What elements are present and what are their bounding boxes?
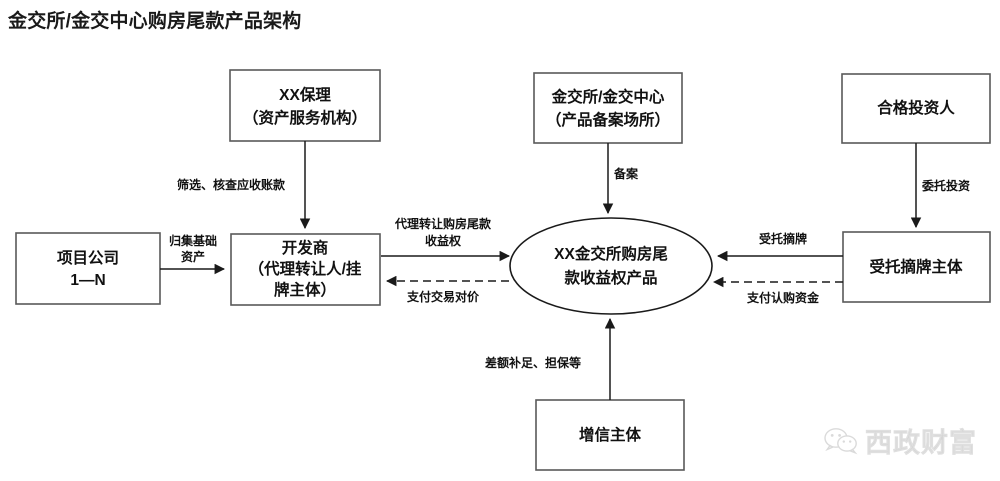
node-project-company[interactable]: 项目公司 1—N <box>15 232 161 305</box>
node-product-ellipse <box>509 217 713 315</box>
node-entrusted-bidder-label: 受托摘牌主体 <box>869 257 963 276</box>
node-project-company-box <box>15 232 161 305</box>
edge-pay-subscription: 支付认购资金 <box>712 276 843 305</box>
node-developer-label-line3: 牌主体） <box>274 280 336 299</box>
node-factoring-company-box <box>229 69 381 142</box>
node-project-company-label-line1: 项目公司 <box>57 249 119 267</box>
edge-pay-consideration-label: 支付交易对价 <box>406 289 480 304</box>
wechat-icon <box>824 427 858 454</box>
node-developer-box <box>230 233 381 306</box>
edge-transfer-rights-label-line1: 代理转让购房尾款 <box>394 216 492 231</box>
node-factoring-company[interactable]: XX保理 （资产服务机构） <box>229 69 381 142</box>
node-credit-enhancer[interactable]: 增信主体 <box>535 399 685 471</box>
wechat-watermark-text: 西政财富 <box>865 428 977 459</box>
edge-entrusted-bidding-label: 受托摘牌 <box>759 231 807 246</box>
edge-filing-label: 备案 <box>613 166 639 181</box>
node-developer-label-line2: （代理转让人/挂 <box>249 259 362 278</box>
node-product-label-line1: XX金交所购房尾 <box>554 244 668 263</box>
node-financial-exchange-label-line2: （产品备案场所） <box>546 110 670 129</box>
node-developer[interactable]: 开发商 （代理转让人/挂 牌主体） <box>230 233 381 306</box>
edge-transfer-rights-label-line2: 收益权 <box>425 233 462 248</box>
edge-transfer-rights: 代理转让购房尾款 收益权 <box>381 216 511 262</box>
edge-entrusted-bidding: 受托摘牌 <box>716 231 843 262</box>
edge-entrusted-investment: 委托投资 <box>910 143 970 229</box>
edge-collect-assets: 归集基础 资产 <box>160 233 226 275</box>
edge-filing: 备案 <box>602 143 639 215</box>
node-entrusted-bidder-box <box>842 231 991 303</box>
node-credit-enhancer-box <box>535 399 685 471</box>
node-financial-exchange-label-line1: 金交所/金交中心 <box>551 87 665 106</box>
node-credit-enhancer-label: 增信主体 <box>579 425 642 444</box>
node-financial-exchange-box <box>533 72 683 144</box>
node-factoring-company-label-line2: （资产服务机构） <box>243 108 367 127</box>
edge-pay-consideration: 支付交易对价 <box>385 275 509 304</box>
node-financial-exchange[interactable]: 金交所/金交中心 （产品备案场所） <box>533 72 683 144</box>
edge-screen-receivables-label: 筛选、核查应收账款 <box>177 177 286 192</box>
node-project-company-label-line2: 1—N <box>70 272 105 289</box>
edge-pay-subscription-label: 支付认购资金 <box>746 290 820 305</box>
edge-entrusted-investment-label: 委托投资 <box>921 178 970 193</box>
edge-collect-assets-label-line1: 归集基础 <box>169 233 217 248</box>
node-product-label-line2: 款收益权产品 <box>564 268 657 287</box>
edge-screen-receivables: 筛选、核查应收账款 <box>177 141 311 230</box>
edge-difference-guarantee-label: 差额补足、担保等 <box>484 355 581 370</box>
wechat-watermark: 西政财富 <box>824 421 977 460</box>
edge-collect-assets-label-line2: 资产 <box>181 249 205 264</box>
node-qualified-investor[interactable]: 合格投资人 <box>841 73 991 144</box>
node-entrusted-bidder[interactable]: 受托摘牌主体 <box>842 231 991 303</box>
edge-difference-guarantee: 差额补足、担保等 <box>484 317 616 400</box>
page-title: 金交所/金交中心购房尾款产品架构 <box>8 11 302 32</box>
node-developer-label-line1: 开发商 <box>282 238 329 257</box>
node-product[interactable]: XX金交所购房尾 款收益权产品 <box>509 217 713 315</box>
node-qualified-investor-label: 合格投资人 <box>877 98 955 117</box>
node-factoring-company-label-line1: XX保理 <box>279 85 331 104</box>
